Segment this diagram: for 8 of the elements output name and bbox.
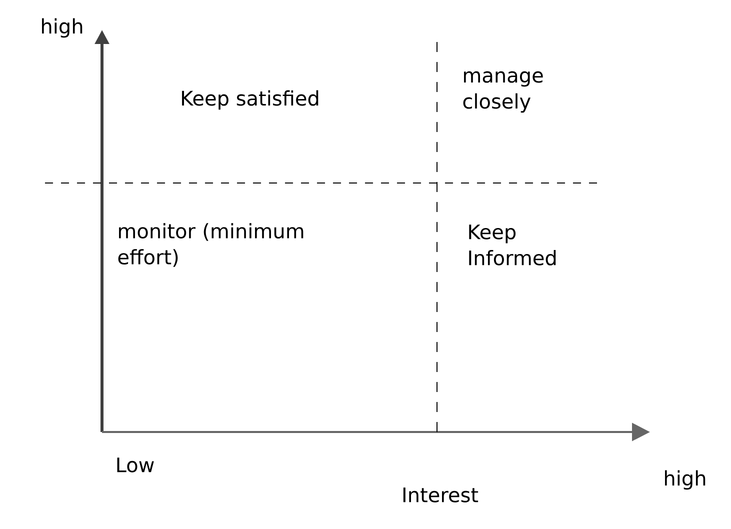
quadrant-label: manage closely xyxy=(463,71,543,113)
axis-label: high xyxy=(42,18,82,38)
quadrant-label: Keep satisfied xyxy=(182,90,318,110)
axis-label: Low xyxy=(117,458,154,472)
quadrant-label: Keep Informed xyxy=(469,224,556,266)
quadrant-label: monitor (minimum effort) xyxy=(118,223,304,267)
axis-label: Interest xyxy=(403,488,478,502)
axis-label: high xyxy=(665,470,706,490)
